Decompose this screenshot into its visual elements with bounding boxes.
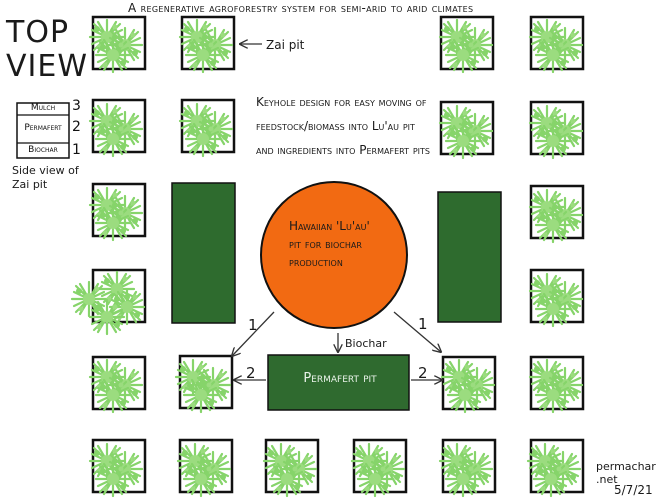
zai-pit (88, 438, 147, 498)
flow-number-right-lower: 2 (418, 364, 428, 382)
zai-pit (88, 182, 147, 242)
date-text: 5/7/21 (614, 483, 653, 497)
zai-pit (438, 15, 495, 74)
side-view-diagram (16, 102, 70, 159)
zai-pit (350, 438, 408, 498)
zai-pit (528, 100, 585, 160)
planting-bed-left (171, 182, 236, 324)
zai-pit (440, 355, 497, 414)
flow-number-left-lower: 2 (246, 364, 256, 382)
planting-bed-right (437, 191, 502, 323)
flow-number-left-upper: 1 (248, 316, 258, 334)
layer-permafert-label: Permafert (24, 123, 62, 133)
top-view-label: TOP VIEW (6, 15, 88, 84)
arrow-luau-right (393, 311, 441, 352)
zai-pit (88, 355, 147, 414)
zai-pit (176, 438, 234, 498)
zai-pit (528, 184, 585, 244)
zai-pit-label: Zai pit (266, 38, 305, 52)
zai-pit (88, 15, 147, 74)
zai-pit (528, 355, 585, 414)
diagram-title: A regenerative agroforestry system for s… (128, 1, 474, 15)
zai-pit (528, 268, 585, 328)
arrow-luau-left (232, 311, 275, 356)
zai-pit (438, 100, 495, 160)
credit-text: permachar .net (596, 460, 656, 486)
layer-number-3: 3 (72, 98, 81, 114)
layer-biochar-label: Biochar (28, 145, 58, 155)
zai-pit (178, 98, 236, 158)
zai-pit (88, 98, 147, 158)
permafert-pit-label: Permafert pit (303, 371, 377, 386)
zai-pit (178, 15, 236, 74)
luau-pit (260, 181, 408, 329)
zai-pit (262, 438, 320, 498)
zai-pit (70, 268, 147, 336)
permafert-pit (267, 354, 410, 411)
biochar-arrow-label: Biochar (345, 337, 387, 350)
zai-pit (174, 354, 234, 414)
layer-number-2: 2 (72, 119, 81, 135)
zai-pit (438, 438, 497, 498)
side-view-caption: Side view of Zai pit (12, 164, 79, 191)
keyhole-description: Keyhole design for easy moving of feedst… (256, 95, 430, 157)
layer-mulch-label: Mulch (30, 103, 56, 113)
zai-pit (526, 438, 585, 498)
layer-number-1: 1 (72, 142, 81, 158)
zai-pit (528, 15, 585, 74)
luau-pit-label: Hawaiian 'Lu'au' pit for biochar product… (289, 219, 370, 269)
flow-number-right-upper: 1 (418, 315, 428, 333)
